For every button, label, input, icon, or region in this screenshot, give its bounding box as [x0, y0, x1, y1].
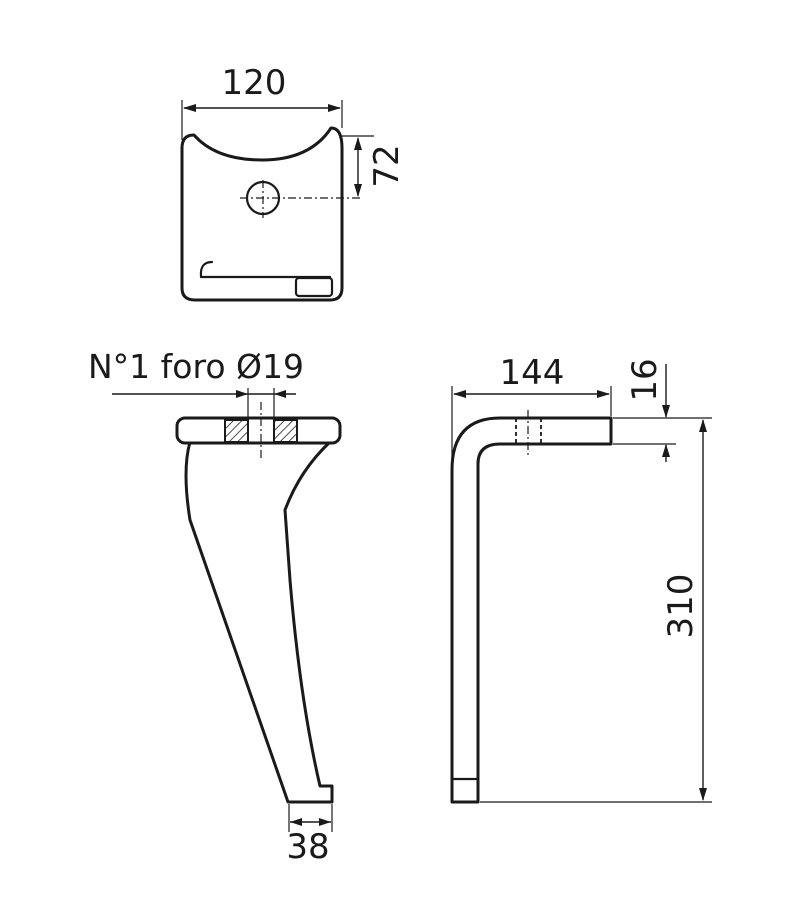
side-view-length-arrow-left: [453, 390, 466, 398]
front-view-flange: [175, 416, 342, 445]
top-view: 120 72: [180, 63, 407, 302]
front-view-tip-arrow-right: [319, 818, 331, 826]
side-view-height-arrow-bottom: [699, 788, 707, 801]
side-view-blade: [450, 416, 613, 804]
side-view-length-arrow-right: [597, 390, 610, 398]
side-view-thickness-arrow-top: [662, 405, 670, 418]
side-view-thickness-dim-text: 16: [625, 358, 665, 401]
front-view-hole-section-left: [224, 419, 249, 443]
top-view-offset-arrow-top: [354, 137, 362, 150]
top-view-width-arrow-left: [183, 104, 196, 112]
top-view-slot-block: [294, 276, 334, 298]
front-view-tip-dim-text: 38: [286, 827, 329, 867]
top-view-offset-arrow-bottom: [354, 184, 362, 197]
side-view-length-dim-text: 144: [500, 353, 565, 393]
side-view-height-dim-text: 310: [661, 574, 701, 639]
front-view-tip-arrow-left: [290, 818, 302, 826]
front-view: N°1 foro Ø19 38: [88, 347, 342, 867]
side-view-thickness-arrow-bottom: [662, 444, 670, 457]
top-view-width-dim-text: 120: [222, 63, 287, 103]
front-view-hole-arrow-left: [236, 390, 248, 398]
front-view-hole-section-right: [273, 419, 298, 443]
front-view-hole-note: N°1 foro Ø19: [88, 347, 304, 386]
front-view-hole-arrow-right: [274, 390, 286, 398]
side-view: 144 16 310: [450, 353, 712, 804]
top-view-width-arrow-right: [328, 104, 341, 112]
top-view-offset-dim-text: 72: [367, 144, 407, 187]
side-view-height-arrow-top: [699, 419, 707, 432]
top-view-slot-line: [199, 260, 332, 279]
front-view-shank: [184, 440, 334, 804]
